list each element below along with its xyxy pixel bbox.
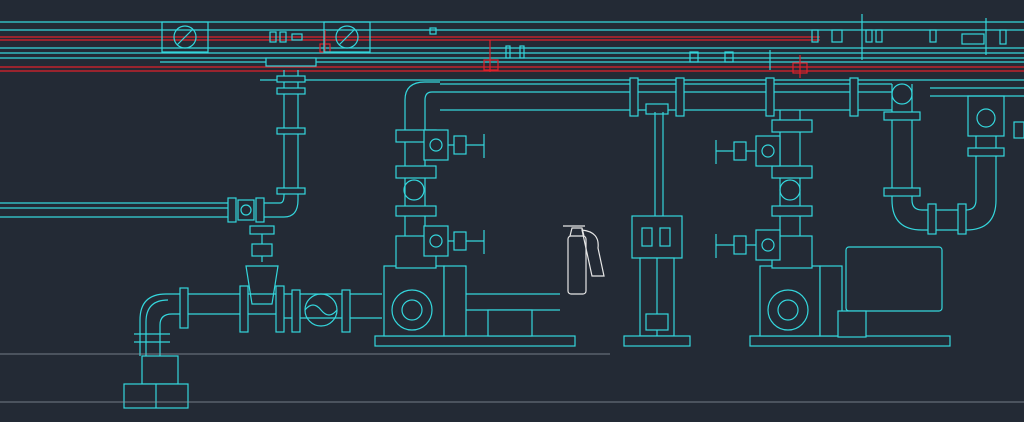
top-red-fire-line xyxy=(0,30,1024,78)
pump-2-riser xyxy=(715,110,813,261)
suction-inlet xyxy=(123,287,240,409)
reference-lines xyxy=(0,353,1024,403)
right-u-bend xyxy=(883,83,1024,235)
left-gate-valve xyxy=(239,225,285,333)
pump-1-riser xyxy=(395,81,485,257)
suction-flow-meter xyxy=(284,289,382,333)
top-fittings xyxy=(269,14,1007,70)
left-horizontal-pipe xyxy=(0,70,299,223)
control-cabinet xyxy=(837,246,943,338)
pump-1 xyxy=(374,235,576,347)
discharge-header xyxy=(440,77,892,117)
base-stand xyxy=(623,112,691,347)
left-riser-fittings xyxy=(265,57,317,195)
top-flow-meter-mid xyxy=(323,21,371,53)
top-flow-meter-left xyxy=(161,21,209,53)
fire-extinguisher xyxy=(563,225,605,295)
